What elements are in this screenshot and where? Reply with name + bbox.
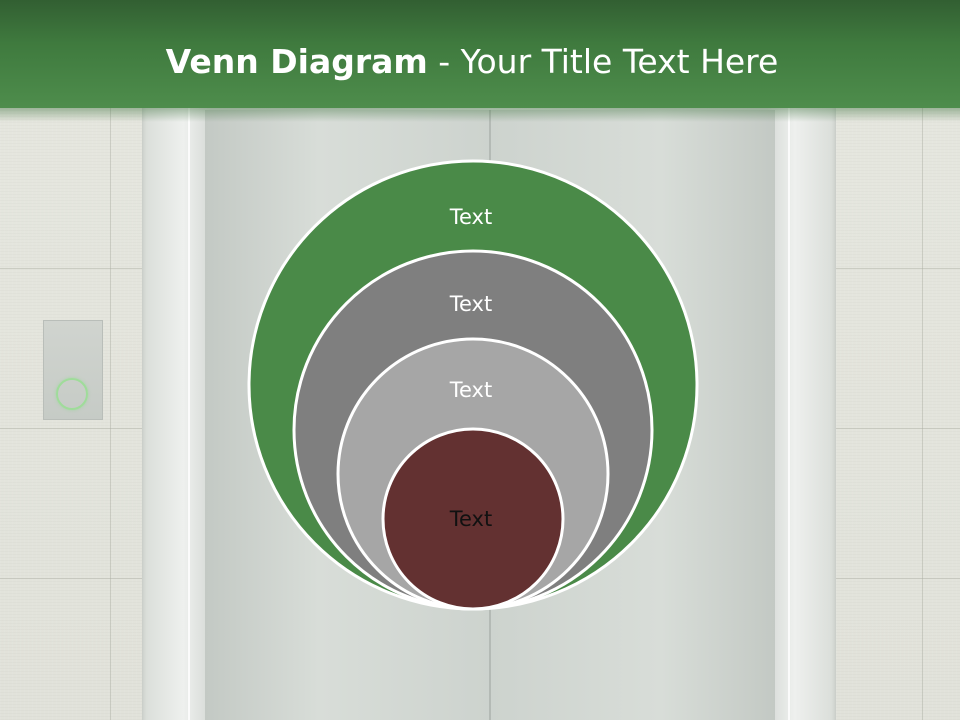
outer-circle-label: Text <box>449 205 492 229</box>
call-button-icon <box>56 378 88 410</box>
title-rest: - Your Title Text Here <box>427 42 779 81</box>
title-bar-shadow <box>0 108 960 122</box>
wall-tile-seam <box>836 428 960 429</box>
third-circle-label: Text <box>449 378 492 402</box>
wall-tile-seam <box>110 108 111 720</box>
elevator-frame-edge <box>188 100 190 720</box>
wall-tile-seam <box>836 578 960 579</box>
title-bold: Venn Diagram <box>165 42 428 81</box>
wall-tile-seam <box>0 578 142 579</box>
title-bar <box>0 0 960 108</box>
inner-circle-label: Text <box>449 507 492 531</box>
wall-tile-seam <box>0 268 142 269</box>
elevator-frame-edge <box>788 100 790 720</box>
wall-tile-seam <box>0 428 142 429</box>
wall-tile-seam <box>922 108 923 720</box>
wall-tile-seam <box>836 268 960 269</box>
slide-title: Venn Diagram - Your Title Text Here <box>0 42 944 82</box>
second-circle-label: Text <box>449 292 492 316</box>
inner-circle[interactable] <box>381 427 565 611</box>
